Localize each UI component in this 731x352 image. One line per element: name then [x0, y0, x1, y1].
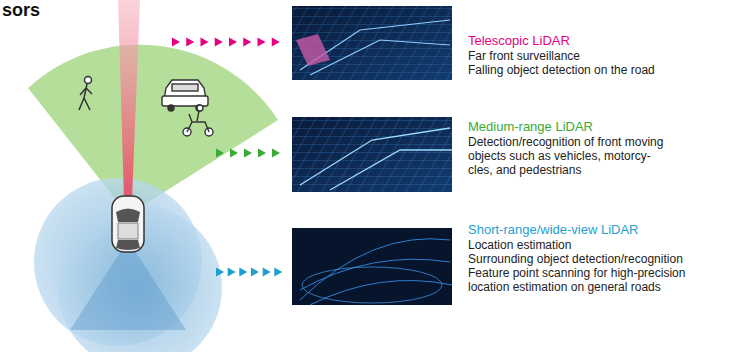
- arrow-triangle: [239, 268, 247, 277]
- description: Falling object detection on the road: [468, 63, 723, 77]
- arrow-triangle: [272, 38, 280, 47]
- heading: Telescopic LiDAR: [468, 33, 723, 48]
- arrow-triangle: [251, 268, 259, 277]
- heading: Short-range/wide-view LiDAR: [468, 222, 723, 237]
- arrow-triangle: [201, 38, 209, 47]
- arrow-triangle: [186, 38, 194, 47]
- medium-range-thumbnail: [292, 117, 452, 192]
- description: Feature point scanning for high-precisio…: [468, 266, 726, 294]
- telescopic-beam: [118, 0, 140, 200]
- arrow-triangle: [274, 268, 282, 277]
- car-icon: [162, 80, 208, 111]
- arrow-triangle: [258, 38, 266, 47]
- arrow-triangle: [228, 268, 236, 277]
- pedestrian-icon: [79, 77, 92, 111]
- description: Surrounding object detection/recognition: [468, 252, 723, 266]
- telescopic-thumbnail: [292, 6, 452, 80]
- arrow-triangle: [244, 149, 252, 158]
- description: Detection/recognition of front moving ob…: [468, 135, 673, 177]
- arrow-triangle: [230, 149, 238, 158]
- description: Location estimation: [468, 238, 723, 252]
- description: Far front surveillance: [468, 49, 723, 63]
- arrow-triangle: [215, 38, 223, 47]
- motorcycle-icon: [183, 105, 213, 136]
- heading: Medium-range LiDAR: [468, 119, 723, 134]
- arrow-triangle: [229, 38, 237, 47]
- arrow-triangle: [216, 268, 224, 277]
- arrow-triangle: [243, 38, 251, 47]
- car-top-view: [112, 196, 144, 252]
- arrow-triangle: [216, 149, 224, 158]
- short-range-thumbnail: [292, 228, 452, 305]
- arrow-rows: [172, 38, 282, 277]
- short-range-shade: [70, 240, 186, 330]
- title: sors: [2, 0, 40, 20]
- arrow-triangle: [272, 149, 280, 158]
- arrow-triangle: [263, 268, 271, 277]
- arrow-triangle: [172, 38, 180, 47]
- arrow-triangle: [258, 149, 266, 158]
